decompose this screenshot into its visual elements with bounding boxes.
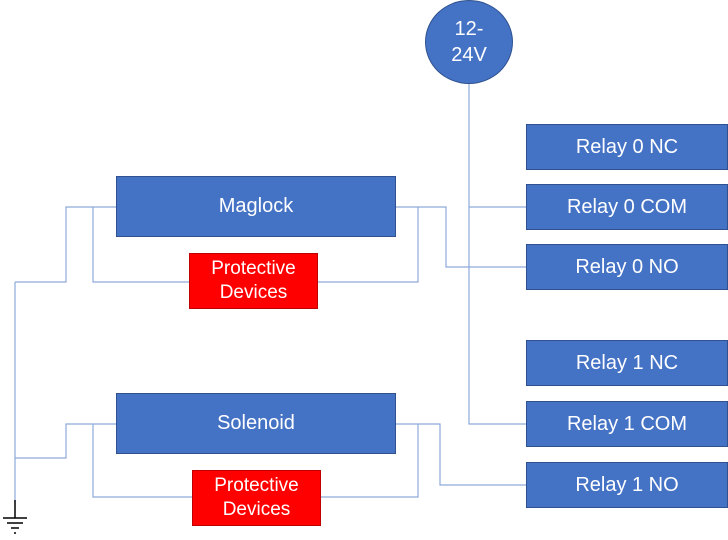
maglock-box: Maglock xyxy=(116,176,396,237)
wire-power-to-relay0-com xyxy=(468,80,526,208)
protective-devices-1-line1: Protective xyxy=(211,258,296,280)
relay-1-no-label: Relay 1 NO xyxy=(575,473,679,496)
relay-0-com: Relay 0 COM xyxy=(526,184,728,230)
protective-devices-2-line1: Protective xyxy=(214,475,299,497)
power-source-line2: 24V xyxy=(451,44,487,66)
wire-solenoid-protective-left xyxy=(92,424,192,498)
relay-1-com: Relay 1 COM xyxy=(526,401,728,447)
relay-1-no: Relay 1 NO xyxy=(526,462,728,508)
protective-devices-1-line2: Devices xyxy=(219,282,288,303)
wire-maglock-to-relay0-no xyxy=(396,206,526,268)
ground-symbol xyxy=(3,500,27,534)
solenoid-box: Solenoid xyxy=(116,393,396,454)
power-source-line1: 12- xyxy=(454,18,484,40)
relay-0-no: Relay 0 NO xyxy=(526,244,728,290)
maglock-label: Maglock xyxy=(218,195,294,217)
power-source-12-24v: 12- 24V xyxy=(425,0,513,84)
relay-1-nc-label: Relay 1 NC xyxy=(575,351,679,374)
solenoid-label: Solenoid xyxy=(217,412,295,434)
relay-0-no-label: Relay 0 NO xyxy=(575,255,679,278)
relay-0-com-label: Relay 0 COM xyxy=(566,195,688,218)
wire-solenoid-left xyxy=(15,423,116,459)
relay-0-nc-label: Relay 0 NC xyxy=(575,135,679,158)
protective-devices-1: Protective Devices xyxy=(189,253,318,309)
protective-devices-2: Protective Devices xyxy=(192,470,321,526)
wire-solenoid-to-relay1-no xyxy=(396,423,526,486)
protective-devices-2-line2: Devices xyxy=(222,499,291,520)
relay-1-nc: Relay 1 NC xyxy=(526,340,728,386)
relay-1-com-label: Relay 1 COM xyxy=(566,412,688,435)
wire-maglock-protective-left xyxy=(92,207,189,283)
wire-maglock-left xyxy=(15,206,116,283)
wire-maglock-protective-right xyxy=(318,207,419,283)
wire-solenoid-protective-right xyxy=(321,424,419,498)
wire-power-to-relay1-com xyxy=(468,207,526,425)
relay-0-nc: Relay 0 NC xyxy=(526,124,728,170)
